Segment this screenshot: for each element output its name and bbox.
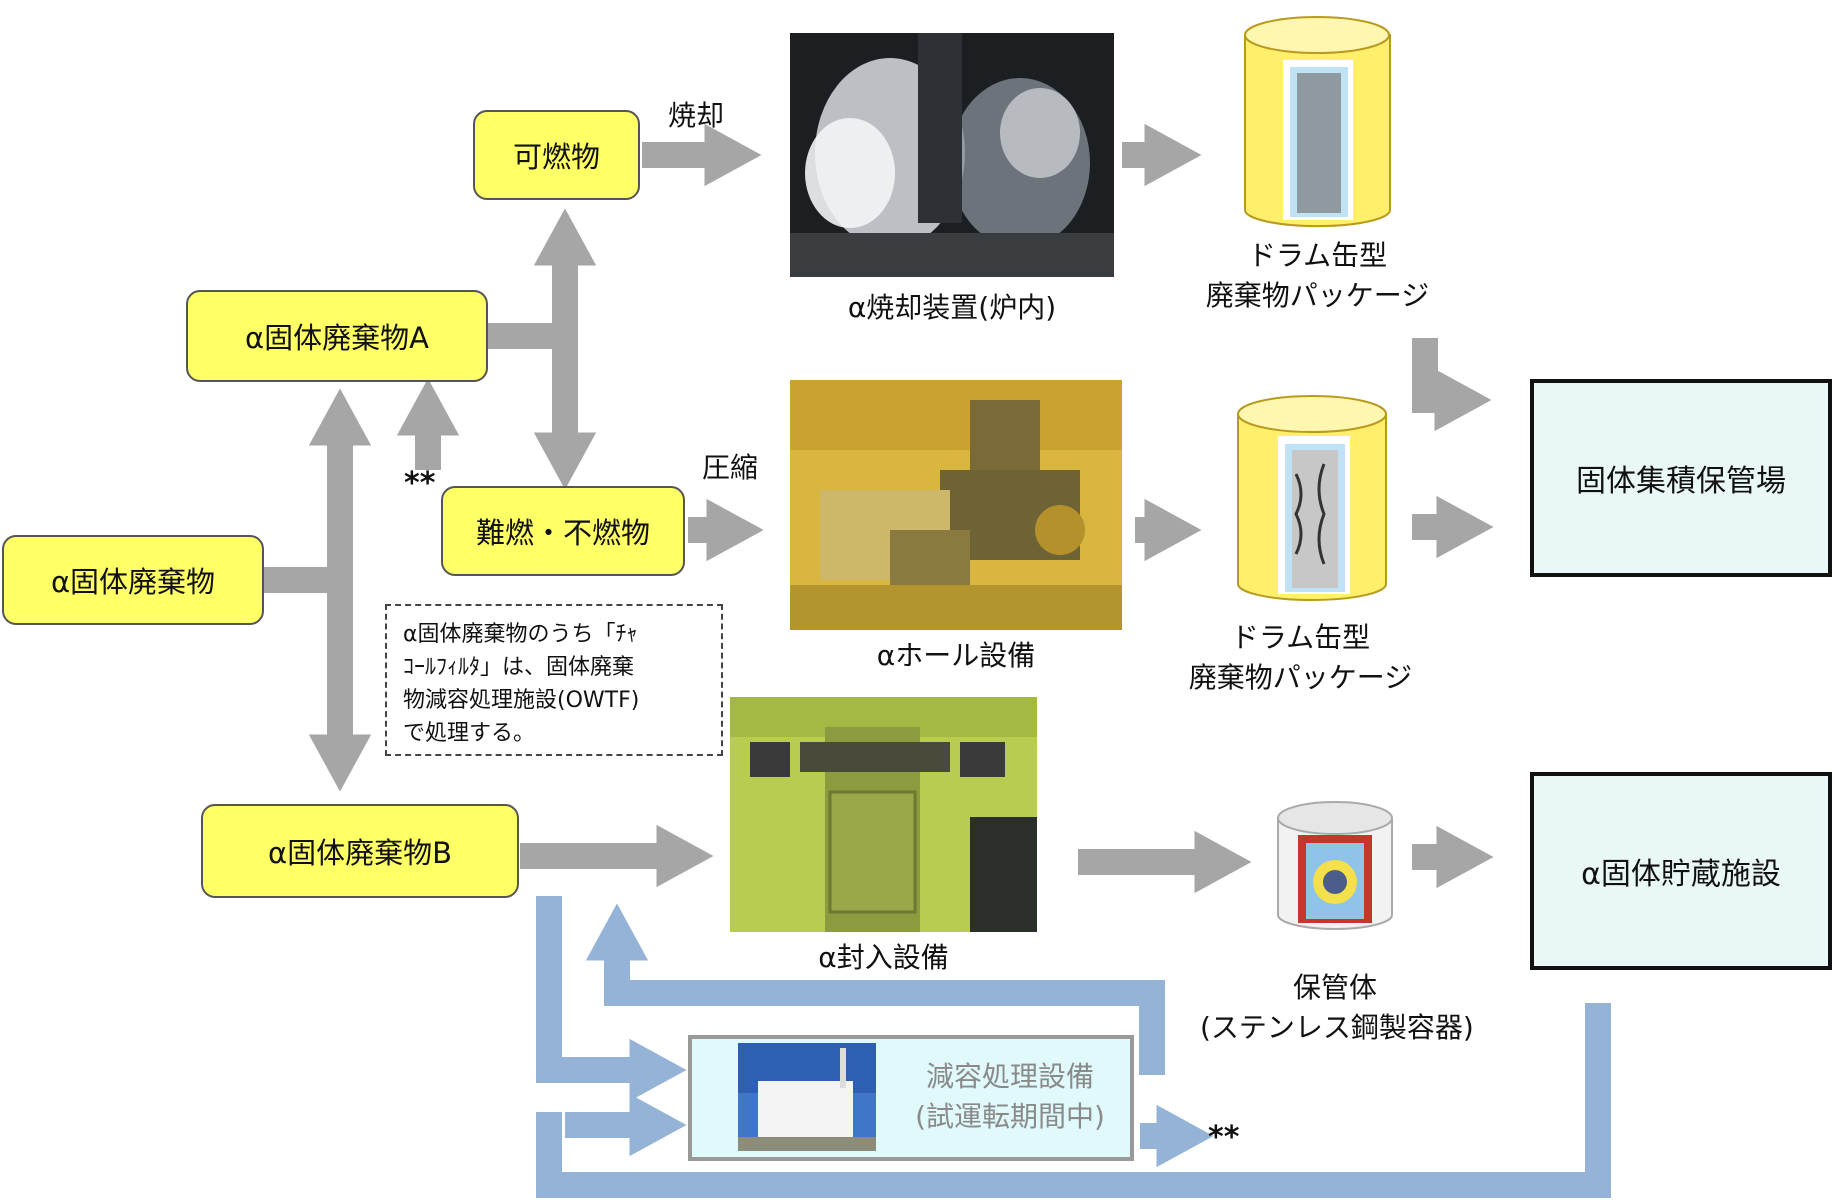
hall-caption: αホール設備 bbox=[876, 639, 1036, 672]
storage-alpha-node[interactable]: α固体貯蔵施設 bbox=[1530, 772, 1832, 970]
noncombustible-node[interactable]: 難燃・不燃物 bbox=[441, 486, 685, 576]
incinerator-caption: α焼却装置(炉内) bbox=[847, 291, 1057, 324]
drum-package-1-line1: ドラム缶型 bbox=[1247, 239, 1388, 272]
encapsulation-photo bbox=[730, 697, 1037, 932]
alpha-waste-node[interactable]: α固体廃棄物 bbox=[2, 535, 264, 625]
drum-package-2-line1: ドラム缶型 bbox=[1230, 621, 1371, 654]
storage-integrated-node[interactable]: 固体集積保管場 bbox=[1530, 379, 1832, 577]
alpha-waste-a-node[interactable]: α固体廃棄物A bbox=[186, 290, 488, 382]
edge-label-incineration: 焼却 bbox=[668, 99, 725, 132]
arrow-vr-return-to-b bbox=[585, 903, 1165, 1075]
arrow-drum1-to-storage bbox=[1412, 338, 1492, 432]
volume-reduction-line2: (試運転期間中) bbox=[915, 1100, 1105, 1133]
hall-photo bbox=[790, 380, 1122, 630]
incinerator-photo bbox=[790, 33, 1114, 277]
container-line1: 保管体 bbox=[1292, 971, 1377, 1004]
drum-package-2-line2: 廃棄物パッケージ bbox=[1188, 661, 1413, 694]
edge-label-compression: 圧縮 bbox=[702, 451, 759, 484]
container-line2: (ステンレス鋼製容器) bbox=[1200, 1011, 1474, 1044]
stainless-container-icon bbox=[1270, 790, 1400, 935]
volume-reduction-line1: 減容処理設備 bbox=[925, 1060, 1094, 1093]
return-mark-upper: ** bbox=[404, 466, 436, 501]
alpha-waste-b-node[interactable]: α固体廃棄物B bbox=[201, 804, 519, 898]
encapsulation-caption: α封入設備 bbox=[818, 941, 949, 974]
drum-package-icon-2 bbox=[1228, 384, 1398, 604]
arrow-b-to-volume-reduction bbox=[536, 896, 687, 1102]
return-mark-lower: ** bbox=[1208, 1120, 1240, 1155]
drum-package-1-line2: 廃棄物パッケージ bbox=[1205, 279, 1430, 312]
arrow-alpha-storage-loop bbox=[536, 1003, 1611, 1198]
drum-package-icon-1 bbox=[1235, 5, 1400, 230]
charcoal-filter-note: α固体廃棄物のうち「ﾁｬ ｺｰﾙﾌｨﾙﾀ」は、固体廃棄 物減容処理施設(OWTF… bbox=[385, 604, 723, 756]
volume-reduction-building-photo bbox=[738, 1043, 876, 1151]
combustible-node[interactable]: 可燃物 bbox=[473, 110, 640, 200]
